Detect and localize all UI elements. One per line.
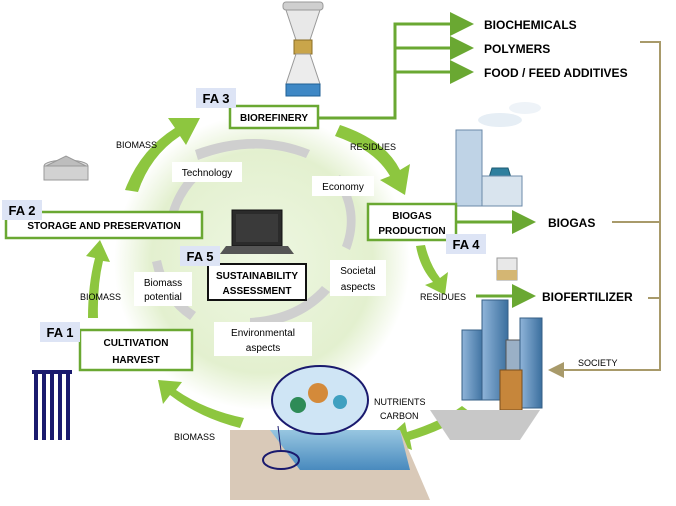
cultivation-label-2: HARVEST <box>112 355 160 366</box>
city-skyline-illustration <box>430 299 543 440</box>
biorefinery-product-lines <box>318 12 536 308</box>
sustainability-label-2: ASSESSMENT <box>223 286 292 297</box>
flow-biomass-bottom: BIOMASS <box>174 432 215 442</box>
storage-label: STORAGE AND PRESERVATION <box>27 221 180 232</box>
flow-residues-top: RESIDUES <box>350 142 396 152</box>
product-biofertilizer: BIOFERTILIZER <box>542 290 633 304</box>
aspect-economy: Economy <box>322 182 364 193</box>
laptop-illustration <box>220 209 294 254</box>
biogas-production-label-1: BIOGAS <box>392 211 432 222</box>
flow-society: SOCIETY <box>578 358 618 368</box>
aspect-environmental-1: Environmental <box>231 328 295 339</box>
flow-residues-mid: RESIDUES <box>420 292 466 302</box>
aspect-biomass-potential-2: potential <box>144 292 182 303</box>
storage-tank-illustration <box>43 155 89 181</box>
flow-biomass-top: BIOMASS <box>116 140 157 150</box>
outer-cycle-arrows <box>86 118 470 450</box>
cultivation-box: CULTIVATION HARVEST <box>78 328 194 372</box>
cultivation-label-1: CULTIVATION <box>104 338 169 349</box>
fa5-tag: FA 5 <box>187 249 214 264</box>
aspect-biomass-potential-1: Biomass <box>144 278 182 289</box>
biorefinery-label: BIOREFINERY <box>240 113 308 124</box>
biorefinery-column-illustration <box>282 1 324 97</box>
fa-tags <box>2 88 486 342</box>
fa4-tag: FA 4 <box>453 237 481 252</box>
sea-illustration <box>230 365 430 500</box>
biogas-production-box: BIOGAS PRODUCTION <box>366 202 458 242</box>
sustainability-box: SUSTAINABILITY ASSESSMENT <box>207 263 307 301</box>
storage-box: STORAGE AND PRESERVATION <box>4 210 204 240</box>
biorefinery-box: BIOREFINERY <box>228 104 320 130</box>
flow-nutrients: NUTRIENTS <box>374 397 426 407</box>
flow-biomass-left: BIOMASS <box>80 292 121 302</box>
product-biochemicals: BIOCHEMICALS <box>484 18 577 32</box>
fa2-tag: FA 2 <box>9 203 36 218</box>
product-biogas: BIOGAS <box>548 216 595 230</box>
product-polymers: POLYMERS <box>484 42 550 56</box>
aspect-technology: Technology <box>182 168 233 179</box>
aspect-societal-2: aspects <box>341 282 375 293</box>
aspect-environmental-2: aspects <box>246 343 280 354</box>
biogas-plant-illustration <box>455 102 541 207</box>
fa3-tag: FA 3 <box>203 91 230 106</box>
flow-carbon: CARBON <box>380 411 419 421</box>
fa1-tag: FA 1 <box>47 325 74 340</box>
beaker-illustration <box>496 257 518 281</box>
society-loop <box>548 41 661 378</box>
sustainability-label-1: SUSTAINABILITY <box>216 271 298 282</box>
product-food-feed: FOOD / FEED ADDITIVES <box>484 66 628 80</box>
biogas-production-label-2: PRODUCTION <box>378 226 445 237</box>
cultivation-ropes-illustration <box>32 370 72 440</box>
aspect-societal-1: Societal <box>340 266 376 277</box>
